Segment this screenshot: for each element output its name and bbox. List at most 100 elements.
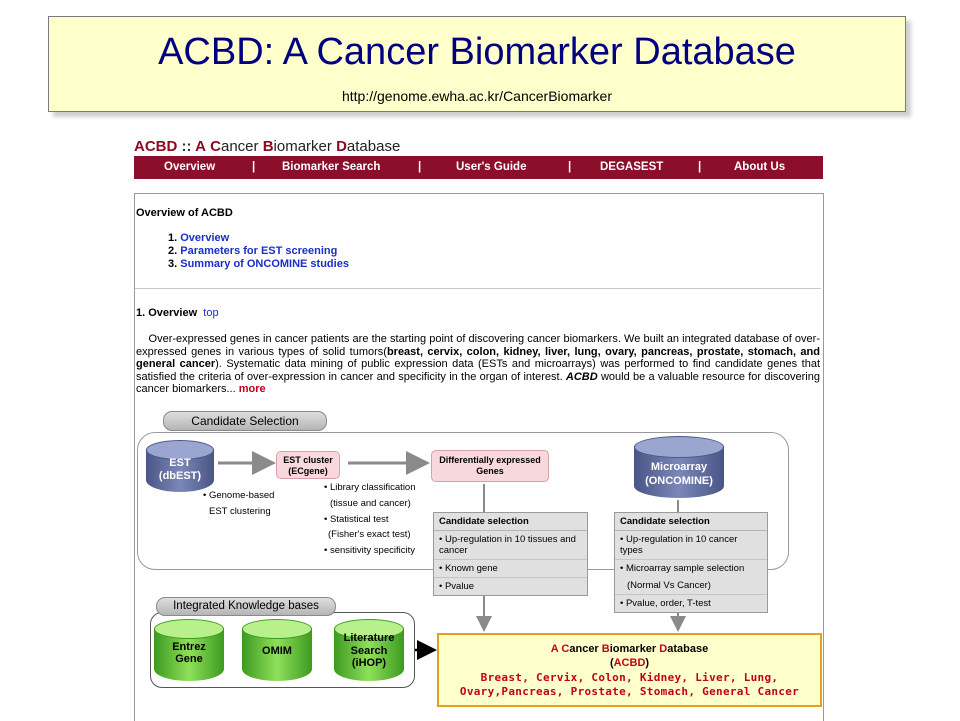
top-link[interactable]: top: [203, 307, 219, 319]
slide-title: ACBD: A Cancer Biomarker Database: [158, 31, 796, 73]
result-abbr: ACBD: [613, 657, 646, 669]
omim-database-icon: OMIM: [242, 619, 312, 681]
box-line: EST cluster: [283, 455, 333, 465]
result-word: atabase: [667, 643, 709, 655]
cand-row: • Pvalue, order, T-test: [620, 598, 711, 609]
acbd-result-box: A Cancer Biomarker Database (ACBD) Breas…: [437, 633, 822, 707]
more-link[interactable]: more: [238, 383, 266, 395]
para-text: ). Systematic data mining of public expr…: [136, 358, 820, 383]
para-text: Over-expressed genes in cancer patients …: [136, 333, 820, 358]
toc-item-overview[interactable]: 1. Overview: [168, 232, 229, 244]
title-word-ancer: ancer: [221, 138, 263, 155]
est-note: • Genome-based EST clustering: [203, 488, 274, 520]
cand-row: • Up-regulation in 10 tissues and cancer: [434, 531, 587, 560]
note-line: • Genome-based: [203, 490, 275, 501]
literature-search-database-icon: Literature Search (iHOP): [334, 619, 404, 681]
nav-overview[interactable]: Overview: [164, 161, 216, 173]
main-nav-bar: Overview | Biomarker Search | User's Gui…: [134, 156, 823, 179]
site-title: ACBD :: A Cancer Biomarker Database: [134, 138, 400, 155]
microarray-database-icon: Microarray (ONCOMINE): [634, 436, 724, 498]
result-letter: A: [550, 643, 559, 655]
section-title: 1. Overview: [136, 307, 198, 319]
nav-degasest[interactable]: DEGASEST: [600, 161, 664, 173]
cand-header: Candidate selection: [434, 513, 587, 531]
title-letter-b: B: [262, 138, 274, 155]
slide-url: http://genome.ewha.ac.kr/CancerBiomarker: [341, 88, 612, 104]
site-title-abbr: ACBD: [134, 138, 178, 155]
microarray-sublabel: (ONCOMINE): [645, 475, 713, 487]
est-sublabel: (dbEST): [158, 470, 202, 482]
divider: [135, 288, 821, 289]
box-line: Genes: [476, 466, 504, 476]
deg-box: Differentially expressed Genes: [431, 450, 549, 482]
nav-separator: |: [252, 161, 256, 173]
cand-row: • Pvalue: [439, 581, 475, 592]
toc-link-parameters[interactable]: Parameters for EST screening: [180, 245, 338, 257]
nav-separator: |: [568, 161, 572, 173]
toc-number: 3.: [168, 258, 178, 270]
para-cancer-types: breast, cervix, colon, kidney, liver, lu…: [136, 345, 820, 371]
nav-separator: |: [698, 161, 702, 173]
microarray-label: Microarray: [650, 461, 708, 473]
result-word: iomarker: [609, 643, 660, 655]
toc-item-oncomine[interactable]: 3. Summary of ONCOMINE studies: [168, 258, 349, 270]
result-title: A Cancer Biomarker Database: [439, 643, 820, 655]
cand-row: (Normal Vs Cancer): [615, 577, 767, 595]
est-label: EST: [169, 457, 191, 469]
result-letter: C: [561, 643, 570, 655]
toc-link-oncomine[interactable]: Summary of ONCOMINE studies: [180, 258, 349, 270]
result-word: ancer: [569, 643, 602, 655]
est-cluster-box: EST cluster (ECgene): [276, 451, 340, 479]
toc-link-overview[interactable]: Overview: [180, 232, 230, 244]
est-database-icon: EST (dbEST): [146, 440, 214, 492]
note-line: • sensitivity specificity: [324, 545, 415, 557]
kb-label: Gene: [175, 653, 203, 665]
kb-label: (iHOP): [351, 657, 387, 669]
candidate-selection-label: Candidate Selection: [163, 411, 327, 431]
overview-paragraph: Over-expressed genes in cancer patients …: [136, 333, 820, 396]
cand-row: • Microarray sample selection: [620, 563, 745, 574]
result-cancers-line1: Breast, Cervix, Colon, Kidney, Liver, Lu…: [480, 671, 779, 684]
title-letter-a: A: [195, 138, 206, 155]
note-line: • Library classification: [324, 482, 416, 493]
nav-separator: |: [418, 161, 422, 173]
knowledge-bases-label: Integrated Knowledge bases: [156, 597, 336, 616]
para-acbd: ACBD: [565, 370, 598, 383]
candidate-selection-est: Candidate selection • Up-regulation in 1…: [433, 512, 588, 596]
title-word-iomarker: iomarker: [273, 138, 337, 155]
box-line: Differentially expressed: [439, 455, 541, 465]
note-line: EST clustering: [209, 505, 271, 517]
title-letter-d: D: [336, 138, 347, 155]
toc-number: 2.: [168, 245, 178, 257]
kb-label: Search: [350, 644, 388, 657]
overview-heading: Overview of ACBD: [136, 207, 233, 219]
slide-title-box: ACBD: A Cancer Biomarker Database http:/…: [48, 16, 906, 112]
note-line: (Fisher's exact test): [328, 529, 411, 541]
cluster-notes: • Library classification (tissue and can…: [324, 480, 416, 559]
title-letter-c: C: [210, 138, 221, 155]
toc-number: 1.: [168, 232, 178, 244]
nav-about-us[interactable]: About Us: [734, 161, 786, 173]
box-line: (ECgene): [288, 466, 328, 476]
entrez-gene-database-icon: Entrez Gene: [154, 619, 224, 681]
nav-users-guide[interactable]: User's Guide: [456, 161, 527, 173]
title-word-atabase: atabase: [346, 138, 401, 155]
site-title-sep: ::: [181, 138, 192, 155]
note-line: (tissue and cancer): [330, 497, 411, 509]
result-letter: B: [601, 643, 610, 655]
result-cancers-line2: Ovary,Pancreas, Prostate, Stomach, Gener…: [459, 685, 800, 698]
para-text: would be a valuable resource for discove…: [136, 370, 820, 396]
kb-label: Literature: [343, 632, 395, 644]
cand-row: • Known gene: [434, 560, 587, 578]
result-letter: D: [659, 643, 668, 655]
section-heading: 1. Overview top: [136, 307, 219, 319]
cand-row: • Up-regulation in 10 cancer types: [615, 531, 767, 560]
cand-header: Candidate selection: [615, 513, 767, 531]
toc-item-parameters[interactable]: 2. Parameters for EST screening: [168, 245, 337, 257]
nav-biomarker-search[interactable]: Biomarker Search: [282, 161, 381, 173]
result-abbr-line: (ACBD): [609, 657, 650, 669]
candidate-selection-microarray: Candidate selection • Up-regulation in 1…: [614, 512, 768, 613]
note-line: • Statistical test: [324, 513, 389, 525]
kb-label: Entrez: [172, 641, 206, 653]
